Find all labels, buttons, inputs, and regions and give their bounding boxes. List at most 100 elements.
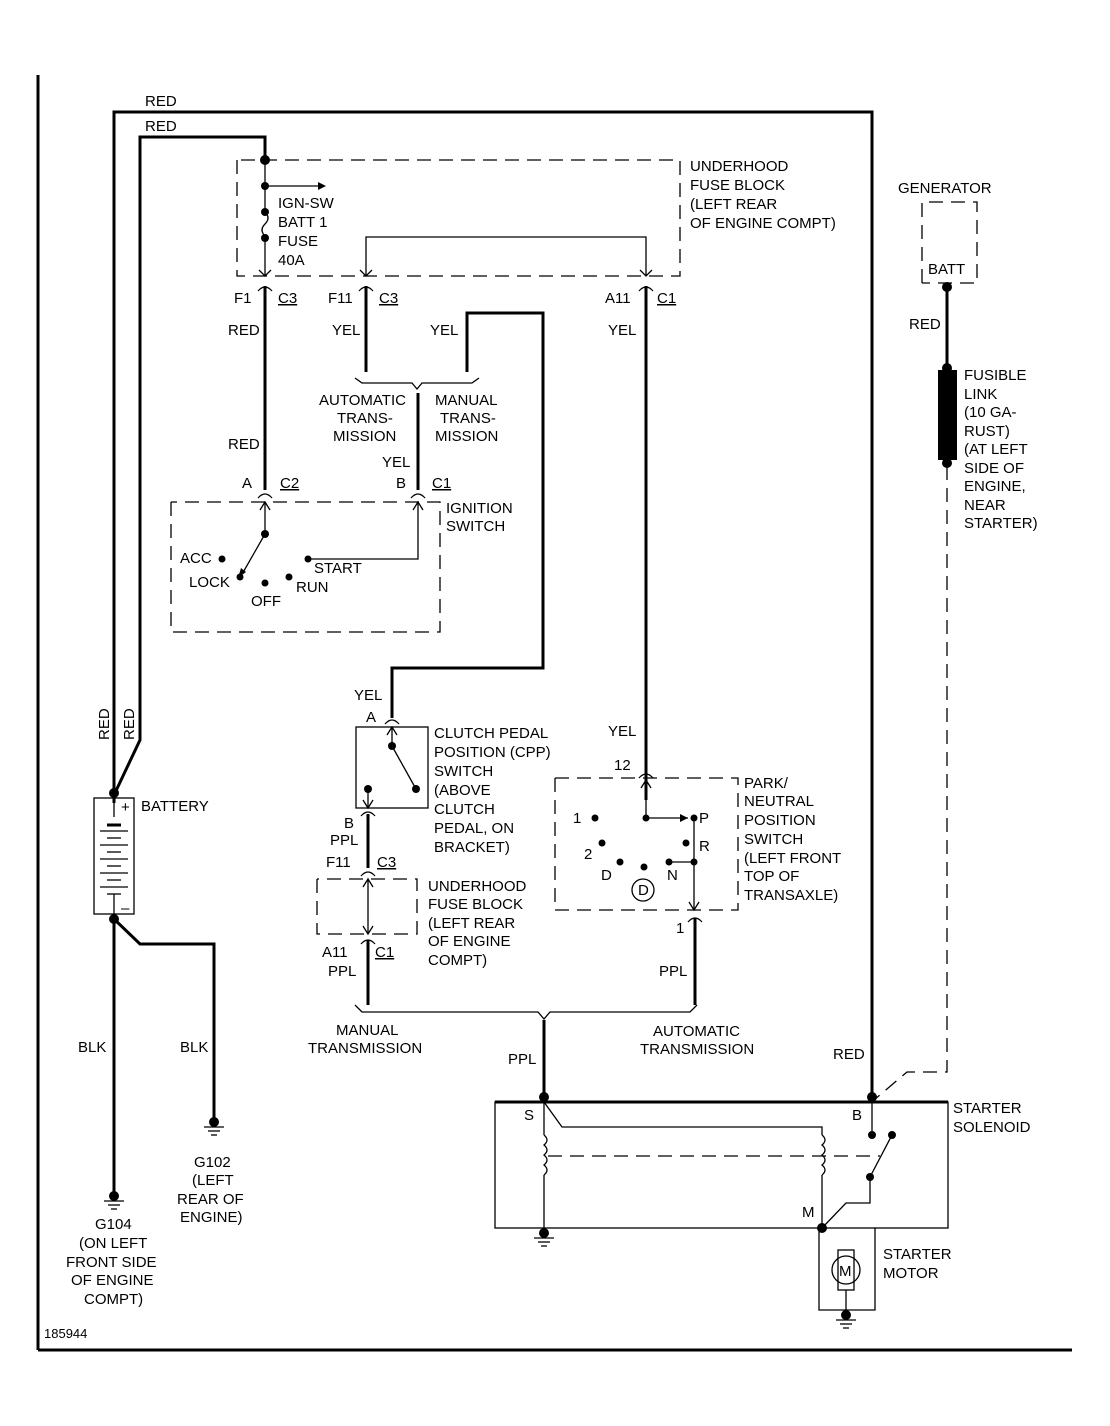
svg-text:NEUTRAL: NEUTRAL <box>744 793 814 810</box>
svg-text:(AT LEFT: (AT LEFT <box>964 441 1028 458</box>
fuse-block-bottom-title: UNDERHOOD FUSE BLOCK (LEFT REAR OF ENGIN… <box>428 878 527 969</box>
wire-red-outer <box>112 110 874 1100</box>
svg-text:MANUAL: MANUAL <box>435 392 498 409</box>
label-automatic-transmission-top: AUTOMATIC TRANS- MISSION <box>319 392 406 445</box>
pn-switch <box>554 773 739 1005</box>
label-automatic-transmission-bottom: AUTOMATIC TRANSMISSION <box>640 1023 754 1058</box>
svg-text:MISSION: MISSION <box>333 428 396 445</box>
wire-label-red-generator: RED <box>909 316 941 333</box>
pn-switch-positions: 1 2 D D N R P <box>573 810 710 899</box>
ignition-switch <box>170 493 441 633</box>
wire-fusible-to-starter <box>873 466 948 1101</box>
wire-label-red-outer: RED <box>145 93 177 110</box>
fuse-block-bottom <box>316 871 418 1005</box>
svg-text:(ABOVE: (ABOVE <box>434 782 491 799</box>
wire-label-blk-g104: BLK <box>78 1039 106 1056</box>
svg-text:LINK: LINK <box>964 386 997 403</box>
wire-red-inner <box>112 135 267 796</box>
connector-f11-c3: F11 C3 <box>328 286 398 372</box>
svg-text:BRACKET): BRACKET) <box>434 839 510 856</box>
wire-label-yel-manual: YEL <box>430 322 458 339</box>
cpp-switch <box>355 719 429 868</box>
svg-text:REAR OF: REAR OF <box>177 1191 244 1208</box>
svg-text:TRANS-: TRANS- <box>440 410 496 427</box>
svg-text:COMPT): COMPT) <box>84 1291 143 1308</box>
battery <box>93 797 135 915</box>
pn-pin-12: 12 <box>614 757 631 774</box>
svg-text:PEDAL, ON: PEDAL, ON <box>434 820 514 837</box>
battery-plus: + <box>121 799 130 816</box>
connector-f1-c3: F1 C3 <box>234 286 297 490</box>
cpp-pin-b: B <box>344 815 354 832</box>
generator-title: GENERATOR <box>898 180 992 197</box>
svg-text:OF ENGINE COMPT): OF ENGINE COMPT) <box>690 215 836 232</box>
solenoid-terminals: S B M <box>524 1107 862 1221</box>
fuse-block-top <box>236 155 681 277</box>
svg-text:RED: RED <box>121 708 138 740</box>
svg-text:C1: C1 <box>657 290 676 307</box>
ignition-switch-pins: A C2 B C1 <box>242 475 451 492</box>
fuse-block-top-title: UNDERHOOD FUSE BLOCK (LEFT REAR OF ENGIN… <box>690 158 836 232</box>
svg-text:SWITCH: SWITCH <box>434 763 493 780</box>
starter-motor-title: STARTER MOTOR <box>883 1246 952 1282</box>
motor-symbol: M <box>839 1263 852 1280</box>
svg-text:MISSION: MISSION <box>435 428 498 445</box>
svg-text:ENGINE): ENGINE) <box>180 1209 243 1226</box>
svg-text:(10 GA-: (10 GA- <box>964 404 1017 421</box>
transmission-split-bracket-top <box>354 377 480 490</box>
battery-title: BATTERY <box>141 798 209 815</box>
wire-label-red-starter: RED <box>833 1046 865 1063</box>
svg-text:A11: A11 <box>322 944 348 961</box>
svg-text:N: N <box>667 867 678 884</box>
svg-text:2: 2 <box>584 846 592 863</box>
svg-text:UNDERHOOD: UNDERHOOD <box>428 878 527 895</box>
svg-text:TRANS-: TRANS- <box>337 410 393 427</box>
svg-text:CLUTCH: CLUTCH <box>434 801 495 818</box>
svg-text:B: B <box>852 1107 862 1124</box>
svg-text:SIDE OF: SIDE OF <box>964 460 1024 477</box>
svg-text:F1: F1 <box>234 290 252 307</box>
wire-label-yel-cpp: YEL <box>354 687 382 704</box>
ground-icon-g102 <box>204 1117 224 1136</box>
starter-solenoid-title: STARTER SOLENOID <box>953 1100 1031 1136</box>
label-manual-transmission-top: MANUAL TRANS- MISSION <box>435 392 498 445</box>
wire-label-ppl-cpp: PPL <box>330 832 358 849</box>
ground-g102-label: G102 (LEFT REAR OF ENGINE) <box>177 1154 244 1226</box>
svg-text:CLUTCH PEDAL: CLUTCH PEDAL <box>434 725 548 742</box>
svg-text:P: P <box>699 810 709 827</box>
arrow-icon <box>318 182 326 190</box>
svg-text:UNDERHOOD: UNDERHOOD <box>690 158 789 175</box>
pn-pin-1: 1 <box>676 920 684 937</box>
label-manual-transmission-bottom: MANUAL TRANSMISSION <box>308 1022 422 1057</box>
svg-text:(LEFT: (LEFT <box>192 1172 234 1189</box>
svg-text:B: B <box>396 475 406 492</box>
svg-text:SWITCH: SWITCH <box>446 518 505 535</box>
svg-text:POSITION (CPP): POSITION (CPP) <box>434 744 551 761</box>
svg-text:F11: F11 <box>326 854 351 871</box>
wire-label-blk-g102: BLK <box>180 1039 208 1056</box>
fusible-link-label: FUSIBLE LINK (10 GA- RUST) (AT LEFT SIDE… <box>964 367 1038 532</box>
svg-text:RED: RED <box>96 708 113 740</box>
pn-switch-title: PARK/ NEUTRAL POSITION SWITCH (LEFT FRON… <box>744 775 841 904</box>
svg-text:STARTER: STARTER <box>953 1100 1022 1117</box>
svg-text:C3: C3 <box>379 290 398 307</box>
svg-text:RUST): RUST) <box>964 423 1010 440</box>
svg-text:OF ENGINE: OF ENGINE <box>428 933 511 950</box>
svg-text:A11: A11 <box>605 290 631 307</box>
ground-icon-solenoid <box>534 1228 554 1247</box>
svg-text:(LEFT REAR: (LEFT REAR <box>690 196 777 213</box>
svg-text:STARTER: STARTER <box>883 1246 952 1263</box>
starter-motor <box>818 1228 876 1311</box>
svg-text:LOCK: LOCK <box>189 574 230 591</box>
svg-text:IGNITION: IGNITION <box>446 500 513 517</box>
wire-label-red-f1: RED <box>228 322 260 339</box>
svg-text:C1: C1 <box>432 475 451 492</box>
wire-label-ppl-common: PPL <box>508 1051 536 1068</box>
wire-label-yel-f11: YEL <box>332 322 360 339</box>
svg-text:POSITION: POSITION <box>744 812 816 829</box>
svg-text:PPL: PPL <box>328 963 356 980</box>
generator-batt-terminal: BATT <box>928 261 965 278</box>
cpp-switch-title: CLUTCH PEDAL POSITION (CPP) SWITCH (ABOV… <box>434 725 551 856</box>
svg-text:G102: G102 <box>194 1154 231 1171</box>
svg-text:SOLENOID: SOLENOID <box>953 1119 1031 1136</box>
